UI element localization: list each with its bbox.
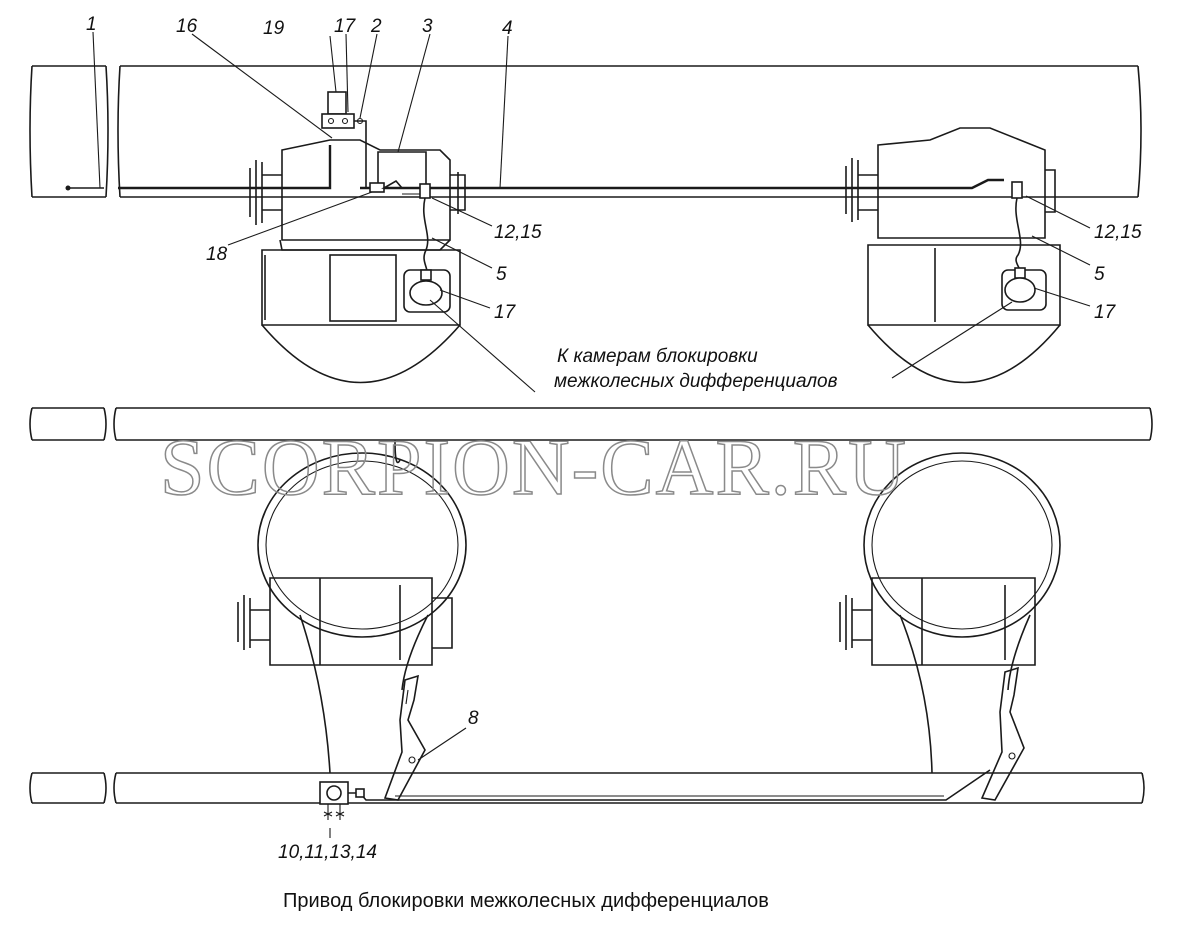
air-line-main bbox=[118, 145, 332, 190]
note-line-1: К камерам блокировки bbox=[557, 346, 758, 367]
callout-4: 4 bbox=[502, 18, 513, 39]
callout-1: 1 bbox=[86, 14, 97, 35]
chamber-17-right bbox=[1004, 267, 1036, 303]
lever-8-left bbox=[383, 674, 426, 801]
hose-5-left bbox=[423, 197, 429, 277]
callout-18: 18 bbox=[206, 244, 228, 265]
tee-18 bbox=[369, 179, 404, 193]
frame-rail-upper bbox=[29, 407, 1153, 441]
note-line-2: межколесных дифференциалов bbox=[554, 371, 838, 392]
axle-right-bottom bbox=[839, 577, 1036, 666]
callout-5-left: 5 bbox=[496, 264, 507, 285]
front-axle-left bbox=[249, 139, 466, 251]
valve-10-11-13-14 bbox=[319, 781, 384, 820]
callout-5-right: 5 bbox=[1094, 264, 1105, 285]
callout-8: 8 bbox=[468, 708, 479, 729]
fitting-12-15-right bbox=[1011, 181, 1023, 199]
wheel-right-top bbox=[867, 244, 1061, 384]
leader-8 bbox=[417, 727, 467, 761]
callout-2: 2 bbox=[370, 16, 382, 37]
callouts: 1 16 19 17 2 3 4 18 12,15 5 17 12,15 5 1… bbox=[86, 14, 1142, 863]
rear-axle-right bbox=[845, 127, 1056, 239]
fitting-12-15-left bbox=[402, 183, 431, 199]
hose-3 bbox=[377, 151, 427, 188]
callout-16: 16 bbox=[176, 16, 198, 37]
callout-17-left: 17 bbox=[494, 302, 517, 323]
valve-19 bbox=[321, 91, 367, 188]
watermark: SCORPION-CAR.RU bbox=[160, 424, 908, 512]
callout-12-15-left: 12,15 bbox=[494, 222, 542, 243]
callout-12-15-right: 12,15 bbox=[1094, 222, 1142, 243]
bottom-view bbox=[29, 407, 1153, 838]
callout-19: 19 bbox=[263, 18, 285, 39]
axle-left-bottom bbox=[237, 577, 453, 666]
lever-right bbox=[980, 666, 1025, 801]
figure-caption: Привод блокировки межколесных дифференци… bbox=[283, 890, 769, 912]
air-line-4 bbox=[360, 178, 1004, 190]
frame-rail-lower bbox=[29, 772, 1145, 804]
callout-17-right: 17 bbox=[1094, 302, 1117, 323]
chamber-17-left bbox=[409, 269, 443, 306]
callout-3: 3 bbox=[422, 16, 433, 37]
frame-rail-top bbox=[29, 65, 1142, 198]
leader-lines-top bbox=[92, 31, 1091, 393]
linkage-rod bbox=[384, 769, 991, 801]
hose-5-right bbox=[1015, 197, 1022, 275]
wheel-ring-left bbox=[257, 439, 467, 774]
wheel-left-top bbox=[261, 249, 461, 384]
top-view bbox=[29, 31, 1142, 393]
callout-17-top: 17 bbox=[334, 16, 357, 37]
callout-10-11-13-14: 10,11,13,14 bbox=[278, 842, 377, 863]
wheel-ring-right bbox=[863, 452, 1061, 774]
